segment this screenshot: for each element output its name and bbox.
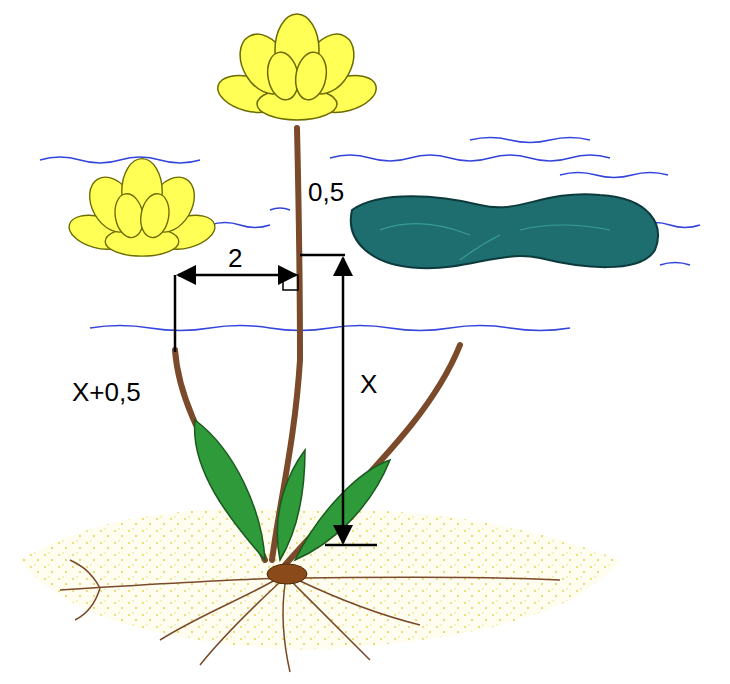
dimension-lines bbox=[178, 255, 377, 545]
lily-pad-veins bbox=[380, 224, 610, 260]
dimension-label: X+0,5 bbox=[70, 378, 143, 406]
water-lines bbox=[40, 138, 700, 331]
dimension-label: X bbox=[358, 370, 379, 398]
lily-pad bbox=[351, 194, 658, 268]
stem-segment bbox=[174, 275, 177, 352]
leaves bbox=[195, 420, 390, 560]
bulb bbox=[267, 564, 307, 584]
flower-upright bbox=[214, 14, 381, 120]
stems bbox=[175, 128, 460, 565]
flower-tilted bbox=[65, 159, 218, 257]
dimension-label: 2 bbox=[226, 244, 244, 272]
roots bbox=[60, 560, 560, 672]
dimension-label: 0,5 bbox=[306, 178, 346, 206]
